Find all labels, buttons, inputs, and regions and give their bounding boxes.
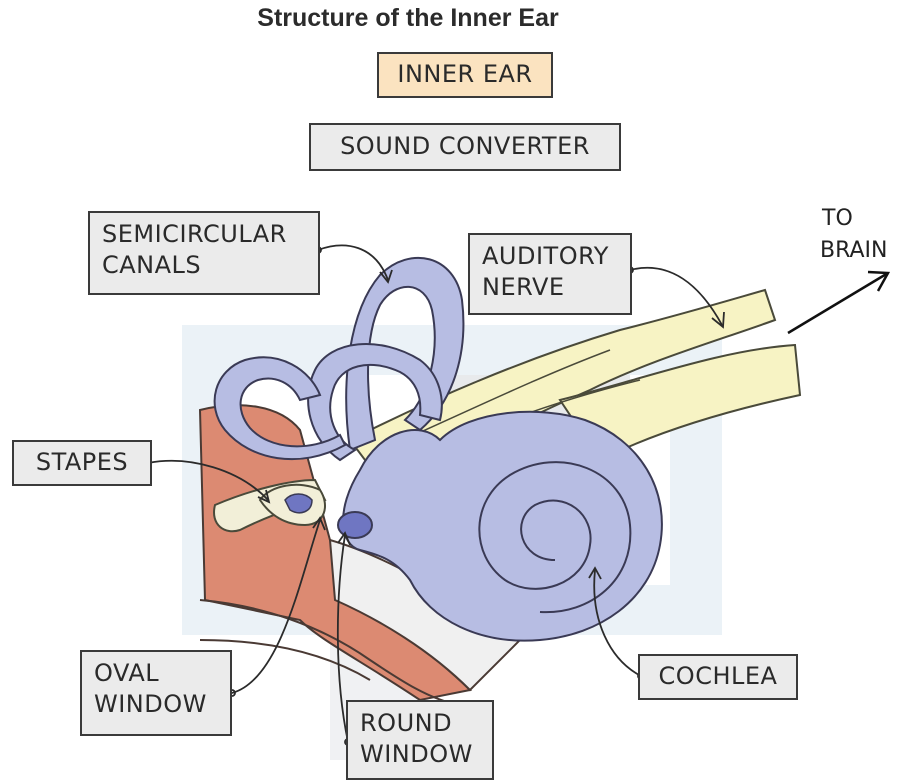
- auditory-nerve-line2: NERVE: [482, 272, 616, 303]
- oval-window-line1: OVAL: [94, 658, 216, 689]
- auditory-nerve-line1: AUDITORY: [482, 241, 616, 272]
- semicircular-canals-line1: SEMICIRCULAR: [102, 219, 304, 250]
- oval-window-label: OVAL WINDOW: [80, 650, 232, 736]
- stapes-label: STAPES: [12, 440, 152, 486]
- page-title: Structure of the Inner Ear: [0, 4, 906, 33]
- round-window-line2: WINDOW: [360, 739, 478, 770]
- inner-ear-tag: INNER EAR: [377, 52, 553, 98]
- to-brain-text-line1: TO: [821, 206, 853, 231]
- round-window-label: ROUND WINDOW: [346, 700, 494, 780]
- sound-converter-tag: SOUND CONVERTER: [309, 123, 621, 171]
- semicircular-canals-label: SEMICIRCULAR CANALS: [88, 211, 320, 295]
- round-window-line1: ROUND: [360, 708, 478, 739]
- auditory-nerve-label: AUDITORY NERVE: [468, 233, 632, 315]
- oval-window-line2: WINDOW: [94, 689, 216, 720]
- cochlea-label: COCHLEA: [638, 654, 798, 700]
- to-brain-arrow: [788, 272, 888, 333]
- to-brain-text-line2: BRAIN: [820, 238, 887, 263]
- semicircular-canals-line2: CANALS: [102, 250, 304, 281]
